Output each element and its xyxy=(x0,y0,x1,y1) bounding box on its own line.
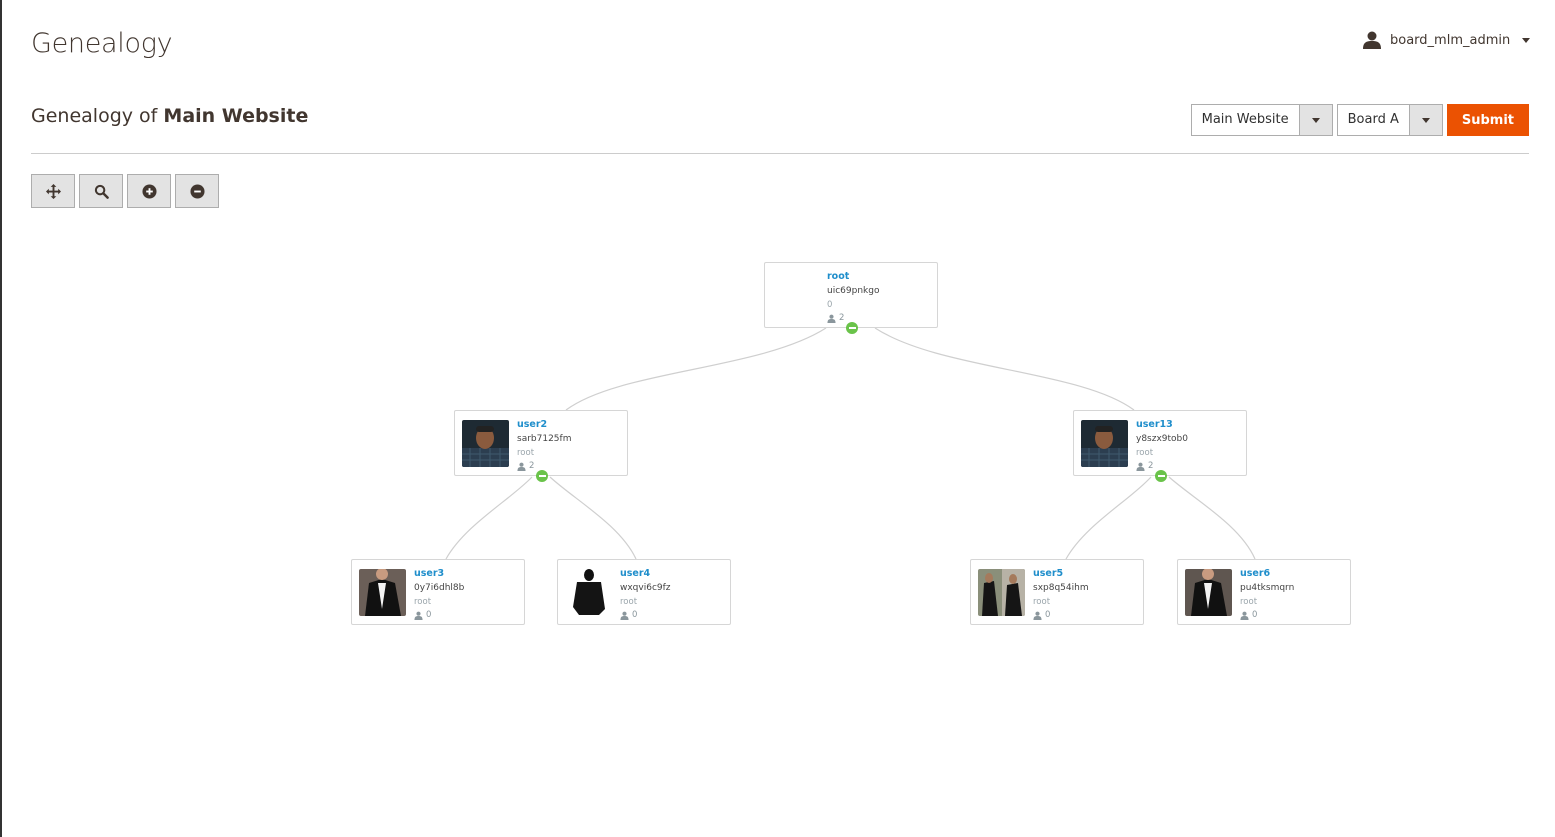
window-edge xyxy=(0,0,2,837)
node-info: user13 y8szx9tob0 root 2 xyxy=(1136,418,1188,472)
avatar xyxy=(978,569,1025,616)
person-icon xyxy=(827,314,836,323)
tree-node-user5[interactable]: user5 sxp8q54ihm root 0 xyxy=(970,559,1144,625)
node-username[interactable]: user13 xyxy=(1136,419,1173,430)
node-code: pu4tksmqrn xyxy=(1240,583,1295,593)
person-icon xyxy=(620,611,629,620)
website-select-value: Main Website xyxy=(1201,112,1289,127)
move-tool-button[interactable] xyxy=(31,174,75,208)
section-title-prefix: Genealogy of xyxy=(31,105,158,127)
node-info: user2 sarb7125fm root 2 xyxy=(517,418,571,472)
node-username[interactable]: user5 xyxy=(1033,568,1064,579)
node-username[interactable]: user3 xyxy=(414,568,445,579)
node-code: uic69pnkgo xyxy=(827,286,880,296)
node-code: y8szx9tob0 xyxy=(1136,434,1188,444)
person-icon xyxy=(1136,462,1145,471)
node-sponsor: root xyxy=(1136,448,1154,458)
board-select-value: Board A xyxy=(1347,112,1399,127)
tree-toolbar xyxy=(31,174,219,208)
user-icon xyxy=(1363,31,1381,49)
node-children-count: 2 xyxy=(827,312,879,324)
tree-node-user4[interactable]: user4 wxqvi6c9fz root 0 xyxy=(557,559,731,625)
node-info: user3 0y7i6dhl8b root 0 xyxy=(414,567,464,621)
board-select[interactable]: Board A xyxy=(1336,104,1443,136)
collapse-toggle[interactable] xyxy=(536,470,548,482)
node-sponsor: root xyxy=(1033,597,1051,607)
tree-node-user3[interactable]: user3 0y7i6dhl8b root 0 xyxy=(351,559,525,625)
node-children-count: 0 xyxy=(1033,609,1089,621)
section-title: Genealogy of Main Website xyxy=(31,105,308,127)
zoom-out-button[interactable] xyxy=(175,174,219,208)
user-account-menu[interactable]: board_mlm_admin xyxy=(1362,30,1531,50)
user-name: board_mlm_admin xyxy=(1390,32,1511,48)
person-icon xyxy=(414,611,423,620)
tree-node-root[interactable]: root uic69pnkgo 0 2 xyxy=(764,262,938,334)
node-children-count: 2 xyxy=(517,460,571,472)
node-sponsor: root xyxy=(517,448,535,458)
node-children-count: 0 xyxy=(1240,609,1294,621)
avatar xyxy=(359,569,406,616)
tree-node-user13[interactable]: user13 y8szx9tob0 root 2 xyxy=(1073,410,1247,482)
node-sponsor: 0 xyxy=(827,300,833,310)
node-code: 0y7i6dhl8b xyxy=(414,583,465,593)
collapse-toggle[interactable] xyxy=(846,322,858,334)
node-code: sarb7125fm xyxy=(517,434,572,444)
node-info: user5 sxp8q54ihm root 0 xyxy=(1033,567,1089,621)
avatar xyxy=(462,420,509,467)
filter-controls: Main Website Board A Submit xyxy=(1190,104,1529,136)
board-select-toggle[interactable] xyxy=(1408,105,1442,135)
website-select-toggle[interactable] xyxy=(1298,105,1332,135)
node-sponsor: root xyxy=(620,597,638,607)
node-code: wxqvi6c9fz xyxy=(620,583,671,593)
node-info: root uic69pnkgo 0 2 xyxy=(827,270,879,324)
person-icon xyxy=(517,462,526,471)
section-title-website: Main Website xyxy=(163,105,309,127)
website-select[interactable]: Main Website xyxy=(1190,104,1333,136)
chevron-down-icon xyxy=(1311,117,1320,123)
node-info: user4 wxqvi6c9fz root 0 xyxy=(620,567,671,621)
avatar xyxy=(1081,420,1128,467)
node-children-count: 0 xyxy=(414,609,464,621)
chevron-down-icon xyxy=(1421,117,1430,123)
node-sponsor: root xyxy=(1240,597,1258,607)
page-title: Genealogy xyxy=(31,28,173,59)
node-info: user6 pu4tksmqrn root 0 xyxy=(1240,567,1294,621)
submit-button[interactable]: Submit xyxy=(1446,104,1529,136)
search-tool-button[interactable] xyxy=(79,174,123,208)
node-sponsor: root xyxy=(414,597,432,607)
chevron-down-icon xyxy=(1522,37,1531,43)
header-divider xyxy=(31,153,1529,154)
person-icon xyxy=(1033,611,1042,620)
node-username[interactable]: root xyxy=(827,271,850,282)
avatar xyxy=(565,569,612,616)
collapse-toggle[interactable] xyxy=(1155,470,1167,482)
node-children-count: 0 xyxy=(620,609,671,621)
person-icon xyxy=(1240,611,1249,620)
minus-circle-icon xyxy=(189,183,205,199)
node-username[interactable]: user4 xyxy=(620,568,651,579)
avatar xyxy=(1185,569,1232,616)
search-icon xyxy=(94,184,109,199)
node-username[interactable]: user2 xyxy=(517,419,548,430)
node-code: sxp8q54ihm xyxy=(1033,583,1089,593)
tree-node-user6[interactable]: user6 pu4tksmqrn root 0 xyxy=(1177,559,1351,625)
node-username[interactable]: user6 xyxy=(1240,568,1271,579)
node-children-count: 2 xyxy=(1136,460,1188,472)
zoom-in-button[interactable] xyxy=(127,174,171,208)
tree-node-user2[interactable]: user2 sarb7125fm root 2 xyxy=(454,410,628,482)
move-icon xyxy=(45,183,61,199)
plus-circle-icon xyxy=(141,183,157,199)
